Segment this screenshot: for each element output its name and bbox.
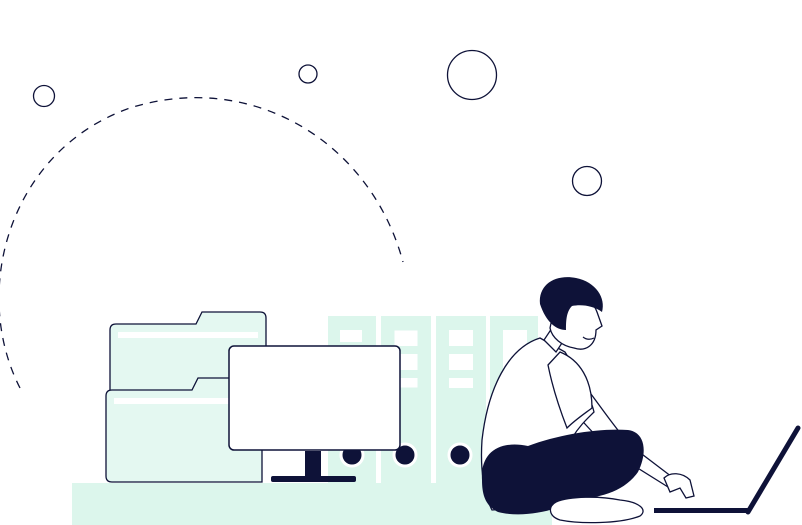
circle-icon (32, 84, 56, 108)
trousers-icon (481, 429, 644, 515)
circle-icon (446, 49, 498, 101)
monitor-icon (228, 345, 401, 482)
binder-ring-icon (392, 442, 418, 468)
shoe-icon (549, 496, 644, 524)
dashed-arc-icon (0, 97, 404, 389)
hair-icon (539, 277, 603, 330)
circle-icon (571, 165, 603, 197)
binder-ring-icon (447, 442, 473, 468)
folder-stack (105, 311, 267, 483)
laptop-icon (654, 425, 801, 515)
person-icon (480, 277, 695, 524)
floor-block (72, 483, 552, 525)
hand-icon (663, 473, 695, 499)
circle-icon (298, 64, 318, 84)
